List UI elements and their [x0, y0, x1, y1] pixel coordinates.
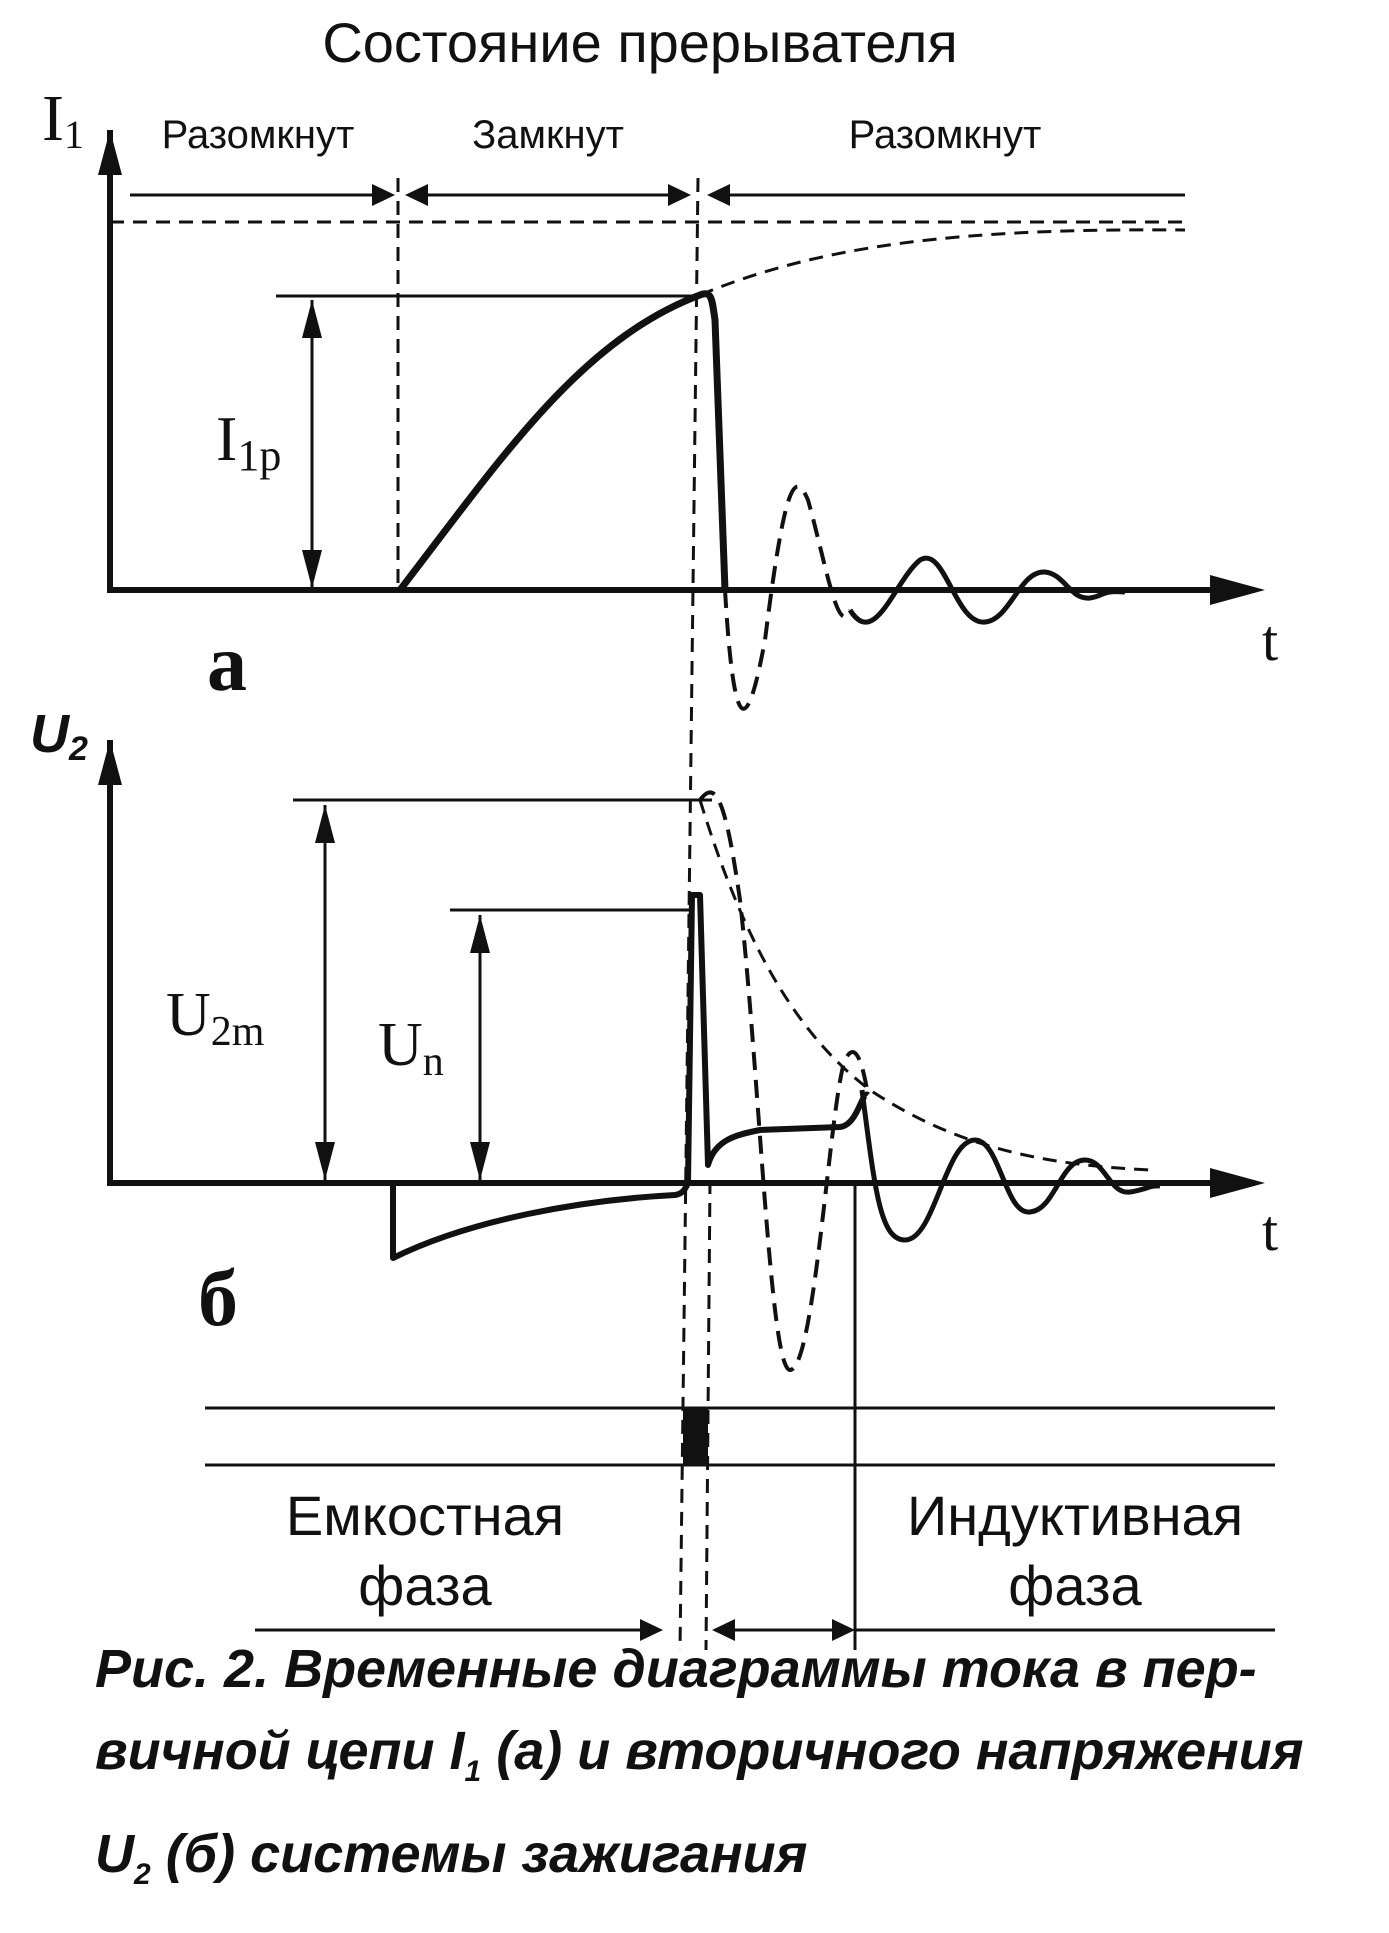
- phase-capacitive-line1: Емкостная: [286, 1484, 564, 1547]
- phase-range-arrows: [255, 1619, 1275, 1641]
- panel-b-peak-label: U2m: [166, 981, 265, 1055]
- spark-discharge-marker: [683, 1408, 708, 1465]
- phase-inductive-line2: фаза: [1008, 1554, 1142, 1617]
- panel-b-breakdown-label: Un: [378, 1011, 444, 1085]
- phase-band: [205, 1406, 1275, 1467]
- panel-b-letter: б: [198, 1255, 238, 1343]
- panel-b-x-axis-label: t: [1262, 1198, 1278, 1263]
- phase-capacitive-line2: фаза: [358, 1554, 492, 1617]
- panel-a-x-axis-label: t: [1262, 608, 1278, 673]
- panel-a-peak-label: I1p: [216, 403, 281, 480]
- state-closed: Замкнут: [472, 113, 624, 157]
- panel-a-y-axis-label: I1: [42, 82, 84, 157]
- state-open-2: Разомкнут: [849, 113, 1042, 157]
- panel-a-current-continuation: [699, 228, 1186, 297]
- panel-b-oscillation-dashed: [698, 790, 870, 1373]
- caption-line-3: U2 (б) системы зажигания: [95, 1823, 808, 1891]
- phase-inductive-line1: Индуктивная: [907, 1484, 1243, 1547]
- panel-b-oscillation-solid: [859, 1089, 1161, 1243]
- panel-a: I1 t I1p а: [42, 82, 1278, 711]
- panel-b-spike: [685, 892, 870, 1184]
- panel-b: U2 t U2m Un б: [30, 704, 1278, 1650]
- panel-a-oscillation-dashed: [723, 484, 852, 711]
- panel-b-negative-pulse: [390, 1181, 691, 1261]
- panel-b-envelope: [698, 799, 1151, 1172]
- state-open-1: Разомкнут: [162, 113, 355, 157]
- panel-b-y-axis-label: U2: [30, 704, 88, 768]
- panel-a-current-rise: [397, 290, 729, 593]
- diagram-title: Состояние прерывателя: [322, 11, 957, 74]
- figure-caption: Рис. 2. Временные диаграммы тока в пер- …: [95, 1628, 1355, 1916]
- panel-a-letter: а: [207, 620, 247, 708]
- caption-line-2: вичной цепи I1 (а) и вторичного напряжен…: [95, 1721, 1304, 1788]
- state-range-arrows: [130, 184, 1185, 206]
- caption-line-1: Рис. 2. Временные диаграммы тока в пер-: [95, 1639, 1257, 1699]
- panel-a-oscillation-solid: [847, 555, 1126, 625]
